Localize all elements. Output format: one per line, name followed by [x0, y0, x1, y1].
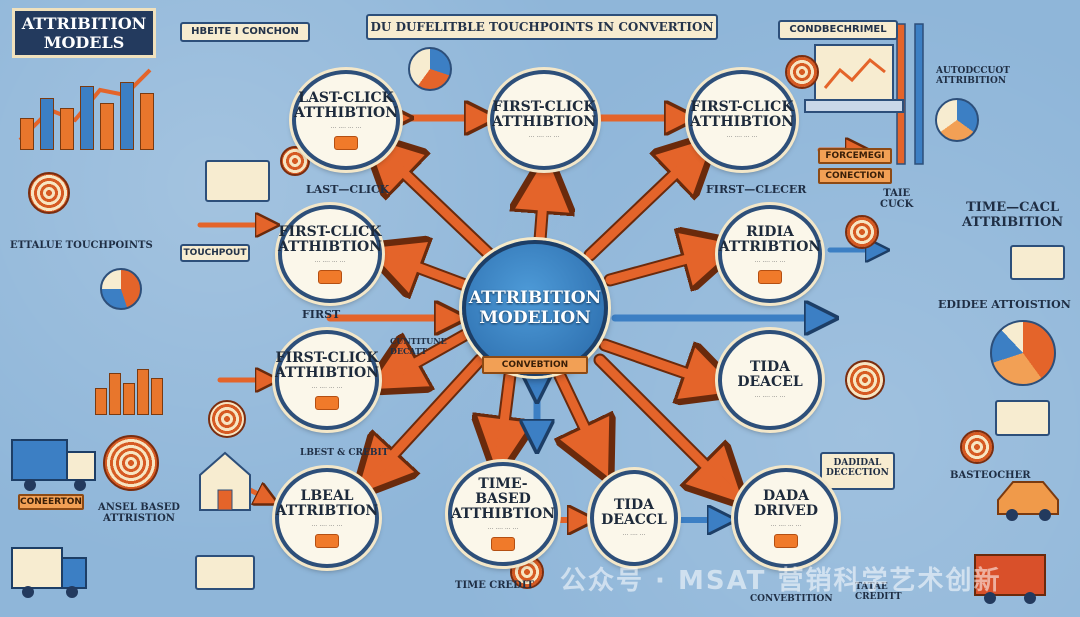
info-card: [995, 400, 1050, 436]
node-badge: [315, 395, 339, 410]
info-card: [1010, 245, 1065, 280]
label-tatae-credit: TATAE CREDITT: [855, 582, 902, 602]
tag-conection: CONECTION: [818, 168, 892, 184]
label-touchpoints: ETTALUE TOUCHPOINTS: [10, 240, 153, 251]
node-title: LAST-CLICK ATTHIBTION: [294, 89, 399, 121]
label-dadidal: DADIDAL DECECTION: [826, 458, 889, 478]
node-title: FIRST-CLICK ATTHIBTION: [278, 223, 383, 255]
banner-left: HBEITE I CONCHON: [180, 22, 310, 42]
house-icon: [199, 451, 251, 511]
pie-chart-icon: [935, 98, 979, 142]
info-card: [195, 555, 255, 590]
label-taie-cuck: TAIE CUCK: [880, 188, 914, 210]
node-caption: ··· ···· ··· ···: [754, 393, 786, 401]
node-tida-bottom: TIDA DEACCL ··· ···· ···: [590, 470, 678, 566]
arrow-group: [197, 118, 880, 520]
label-edoee-attr: EDIDEE ATTOISTION: [938, 298, 1071, 311]
node-badge: [758, 269, 782, 284]
info-card: [820, 452, 895, 490]
van-icon: [11, 547, 87, 598]
label-lbest-credit: LBEST & CREBIT: [300, 448, 389, 458]
node-first-click-left: FIRST-CLICK ATTHIBTION ··· ···· ··· ···: [278, 205, 382, 303]
label-last-click: LAST—CLICK: [306, 183, 390, 196]
watermark: 公众号 · MSAT 营销科学艺术创新: [560, 566, 1002, 596]
node-caption: ··· ···· ··· ···: [487, 526, 519, 533]
node-caption: ··· ···· ··· ···: [314, 258, 346, 266]
bar-chart-icon: [20, 80, 160, 150]
red-truck-icon: [974, 554, 1046, 604]
node-title: DADA DRIVED: [754, 487, 818, 519]
node-first-click-top: FIRST-CLICK ATTHIBTION ··· ···· ··· ···: [490, 70, 598, 170]
node-badge: [318, 269, 342, 284]
node-title: TIME-BASED ATTHIBTION: [451, 476, 556, 522]
node-tida-right: TIDA DEACEL ··· ···· ··· ···: [718, 330, 822, 430]
banner-right: CONDBECHRIMEL: [778, 20, 898, 40]
bar-chart-icon-2: [95, 369, 165, 415]
node-caption: ··· ···· ···: [622, 531, 646, 539]
pie-chart-icon: [100, 268, 142, 310]
label-cumitrine: CUNTITUNE DECATT: [390, 336, 447, 356]
label-first-clecer: FIRST—CLECER: [706, 183, 807, 196]
label-time-credit: TIME CREDIT: [455, 580, 534, 591]
target-icon: [280, 146, 310, 176]
node-caption: ··· ···· ··· ···: [311, 522, 343, 530]
target-icon: [960, 430, 994, 464]
node-badge: [774, 533, 798, 548]
tag-touchpout: TOUCHPOUT: [180, 244, 250, 262]
node-ridia: RIDIA ATTRIBTION ··· ···· ··· ···: [718, 205, 822, 303]
laptop-icon: [804, 44, 904, 113]
node-time-based: TIME-BASED ATTHIBTION ··· ···· ··· ···: [448, 462, 558, 566]
node-badge: [334, 135, 358, 150]
target-icon: [208, 400, 246, 438]
center-title: ATTRIBITION MODELION: [468, 288, 602, 328]
label-autocredit: AUTODCCUOT ATTRIBITION: [936, 66, 1010, 86]
node-caption: ··· ···· ··· ···: [528, 133, 560, 141]
label-first: FIRST: [302, 308, 341, 321]
car-icon: [997, 481, 1059, 521]
target-icon: [845, 360, 885, 400]
target-icon: [845, 215, 879, 249]
page-title: ATTRIBITION MODELS: [12, 8, 156, 58]
tag-coneerton: CONEERTON: [18, 494, 84, 510]
pie-chart-icon: [990, 320, 1056, 386]
node-first-click-lower: FIRST-CLICK ATTHIBTION ··· ···· ··· ···: [275, 330, 379, 430]
label-ansel-based: ANSEL BASED ATTRISTION: [98, 502, 180, 524]
node-title: FIRST-CLICK ATTHIBTION: [690, 98, 795, 130]
node-caption: ··· ···· ··· ···: [311, 384, 343, 392]
truck-icon: [11, 439, 96, 491]
node-title: FIRST-CLICK ATTHIBTION: [492, 98, 597, 130]
banner-top: DU DUFELITBLE TOUCHPOINTS IN CONVERTION: [366, 14, 718, 40]
node-caption: ··· ···· ··· ···: [726, 133, 758, 141]
tag-forcemeri: FORCEMEGI: [818, 148, 892, 164]
pie-chart-icon: [408, 47, 452, 91]
node-title: TIDA DEACCL: [601, 496, 667, 528]
node-caption: ··· ···· ··· ···: [754, 258, 786, 266]
node-first-click-right: FIRST-CLICK ATTHIBTION ··· ···· ··· ···: [688, 70, 796, 170]
node-title: FIRST-CLICK ATTHIBTION: [275, 349, 380, 381]
label-time-cacl: TIME—CACL ATTRIBITION: [962, 200, 1064, 230]
node-caption: ··· ···· ··· ···: [330, 124, 362, 132]
info-card: [205, 160, 270, 202]
target-icon: [103, 435, 159, 491]
node-caption: ··· ···· ··· ···: [770, 522, 802, 530]
target-icon: [785, 55, 819, 89]
node-title: TIDA DEACEL: [737, 358, 803, 390]
label-convebtion-bottom: CONVEBTITION: [750, 594, 833, 604]
node-last-click: LAST-CLICK ATTHIBTION ··· ···· ··· ···: [292, 70, 400, 170]
node-lbeal: LBEAL ATTRIBTION ··· ···· ··· ···: [275, 468, 379, 568]
pencil-icon: [896, 23, 924, 165]
center-hub: ATTRIBITION MODELION: [462, 240, 608, 376]
node-title: LBEAL ATTRIBTION: [275, 487, 379, 519]
target-icon: [28, 172, 70, 214]
node-badge: [491, 537, 515, 551]
node-data-driven: DADA DRIVED ··· ···· ··· ···: [734, 468, 838, 568]
node-title: RIDIA ATTRIBTION: [718, 223, 822, 255]
label-basteocher: BASTEOCHER: [950, 470, 1031, 481]
center-tag: CONVEBTION: [482, 356, 588, 374]
node-badge: [315, 533, 339, 548]
